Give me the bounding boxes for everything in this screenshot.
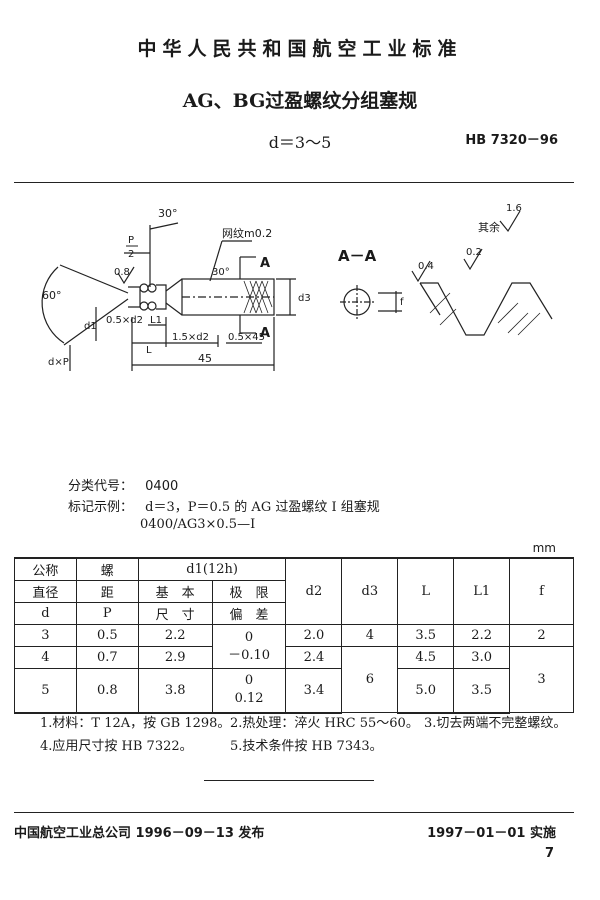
marking-line-1: d＝3，P＝0.5 的 AG 过盈螺纹 I 组塞规 [145,500,380,515]
note-3: 3.切去两端不完整螺纹。 [424,716,567,731]
cell-basic: 3.8 [137,668,213,714]
header-pitch-a: 螺 [75,557,139,581]
size-range-subtitle: d＝3～5 [268,133,332,152]
cell-basic: 2.2 [137,624,213,647]
header-d2: d2 [285,557,343,625]
f-label: f [400,297,404,308]
cell-d: 4 [14,646,77,669]
chamfer-left-label: 0.5×d2 [106,315,143,326]
cell-p: 0.8 [75,668,139,714]
header-limit-a: 极 限 [211,580,287,603]
unit-label: mm [532,541,556,555]
p-over-2-denominator: 2 [128,249,134,260]
roughness-04-label: 0.4 [418,261,434,272]
org-standard-heading: 中华人民共和国航空工业标准 [137,38,463,60]
effective-line: 1997－01－01 实施 [427,826,556,841]
issued-line: 中国航空工业总公司 1996－09－13 发布 [14,826,265,841]
cell-f-b: 3 [509,646,574,713]
table-row: 3 0.5 2.2 0 －0.10 2.0 4 3.5 2.2 2 [14,624,574,669]
header-rule [14,182,574,183]
plug-gauge-drawing: 30° P 2 网纹m0.2 A A 60° 0.8 0.5×d2 L1 L 1… [41,203,553,371]
dim-45-label: 45 [198,352,212,365]
footer-rule [14,812,574,813]
classification-value: 0400 [145,479,179,494]
header-nominal-c: d [14,602,77,625]
header-limit-b: 偏 差 [211,602,287,625]
cell-deviation-b: 0 0.12 [211,668,287,714]
cell-deviation-a: 0 －0.10 [211,624,287,669]
angle-30-mid-label: 30° [212,267,230,278]
cell-l1: 3.0 [453,646,511,669]
d1-label: d1 [84,321,97,332]
angle-30-top-label: 30° [158,207,178,220]
chamfer-right-label: 0.5×45° [228,332,270,343]
cell-l1: 3.5 [453,668,511,714]
rest-roughness-value: 1.6 [506,203,522,214]
dim-l-label: L [146,345,152,356]
note-5: 5.技术条件按 HB 7343。 [230,739,383,754]
cell-l1: 2.2 [453,624,511,647]
section-mark-bottom: A [260,326,270,341]
cell-d: 5 [14,668,77,714]
deviation-a-upper: 0 [244,629,254,645]
header-pitch-b: 距 [75,580,139,603]
header-pitch-c: P [75,602,139,625]
deviation-a-lower: －0.10 [228,647,271,663]
table-row: 4 0.7 2.9 2.4 6 4.5 3.0 3 [14,646,574,713]
roughness-08-label: 0.8 [114,267,130,278]
deviation-b-upper: 0 [244,673,254,689]
d3-label: d3 [298,293,311,304]
dim-15d2-label: 1.5×d2 [172,332,209,343]
angle-60-arc [41,266,65,344]
header-nominal-a: 公称 [14,557,77,581]
classification-label: 分类代号： [68,479,134,494]
cell-l: 3.5 [397,624,455,647]
p-over-2-numerator: P [128,235,134,246]
cell-f-a: 2 [509,624,574,647]
marking-example-line: 标记示例： d＝3，P＝0.5 的 AG 过盈螺纹 I 组塞规 [68,496,380,515]
cell-d2: 3.4 [285,668,343,714]
cell-d2: 2.4 [285,646,343,669]
marking-label: 标记示例： [68,500,134,515]
angle-60-label: 60° [42,289,62,302]
notes-end-rule [204,780,374,781]
document-title: AG、BG过盈螺纹分组塞规 [182,90,418,112]
cell-l: 4.5 [397,646,455,669]
roughness-02-label: 0.2 [466,247,482,258]
classification-line: 分类代号： 0400 [68,475,178,494]
section-mark-top: A [260,256,270,271]
table-row: 5 0.8 3.8 0 0.12 3.4 5.0 3.5 [14,668,574,714]
cell-d2: 2.0 [285,624,343,647]
cell-d3-b: 6 [341,646,399,713]
header-d3: d3 [341,557,399,625]
cell-d3-a: 4 [341,624,399,647]
dim-l1-label: L1 [150,315,162,326]
header-l1: L1 [453,557,511,625]
standard-number: HB 7320－96 [465,133,558,148]
header-d1-group: d1(12h) [137,557,287,581]
marking-line-2: 0400/AG3×0.5—I [140,517,256,532]
knurl-note: 网纹m0.2 [222,226,272,240]
header-f: f [509,557,574,625]
header-nominal-b: 直径 [14,580,77,603]
page-number: 7 [544,846,554,861]
note-1: 1.材料：T 12A，按 GB 1298。 [40,716,231,731]
cell-basic: 2.9 [137,646,213,669]
cell-d: 3 [14,624,77,647]
header-basic-b: 尺 寸 [137,602,213,625]
rest-roughness-label: 其余 [478,220,500,234]
cell-p: 0.5 [75,624,139,647]
note-4: 4.应用尺寸按 HB 7322。 [40,739,193,754]
dimension-table: 公称 螺 d1(12h) d2 d3 L L1 f 直径 距 基 本 极 限 d… [14,557,574,714]
dxp-label: d×P [48,357,69,368]
header-l: L [397,557,455,625]
section-aa-title: A－A [338,247,377,265]
cell-p: 0.7 [75,646,139,669]
note-2: 2.热处理：淬火 HRC 55～60。 [230,716,419,731]
cell-l: 5.0 [397,668,455,714]
deviation-b-lower: 0.12 [234,691,264,707]
header-basic-a: 基 本 [137,580,213,603]
